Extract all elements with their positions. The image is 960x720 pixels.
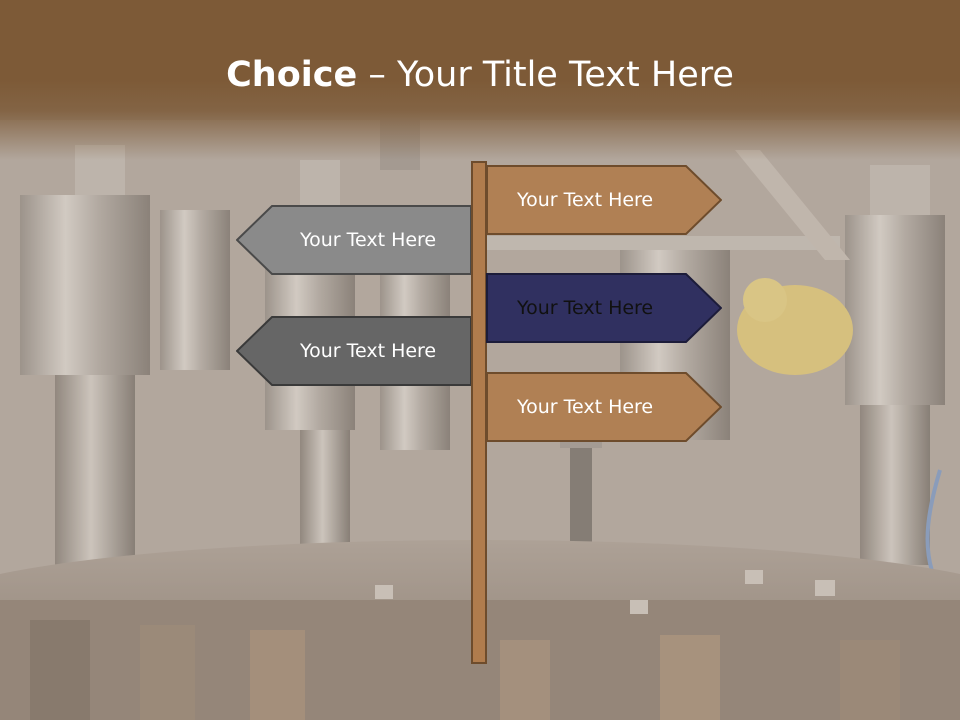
title-rest: – Your Title Text Here: [357, 55, 734, 95]
sign-right-top[interactable]: Your Text Here: [486, 165, 722, 235]
sign-left-bottom[interactable]: Your Text Here: [236, 316, 472, 386]
sign-right-top-shape: [486, 165, 722, 235]
sign-right-bottom-shape: [486, 372, 722, 442]
title-band: [0, 0, 960, 160]
sign-right-top-label: Your Text Here: [517, 189, 654, 211]
sign-left-top[interactable]: Your Text Here: [236, 205, 472, 275]
sign-right-middle-shape: [486, 273, 722, 343]
slide-title: Choice – Your Title Text Here: [0, 52, 960, 98]
sign-right-middle[interactable]: Your Text Here: [486, 273, 722, 343]
sign-right-bottom-label: Your Text Here: [517, 396, 654, 418]
sign-right-bottom[interactable]: Your Text Here: [486, 372, 722, 442]
title-bold: Choice: [226, 55, 358, 95]
sign-right-middle-label: Your Text Here: [517, 297, 654, 319]
sign-left-top-label: Your Text Here: [300, 229, 437, 251]
signpost-pole: [471, 161, 487, 664]
sign-left-bottom-label: Your Text Here: [300, 340, 437, 362]
